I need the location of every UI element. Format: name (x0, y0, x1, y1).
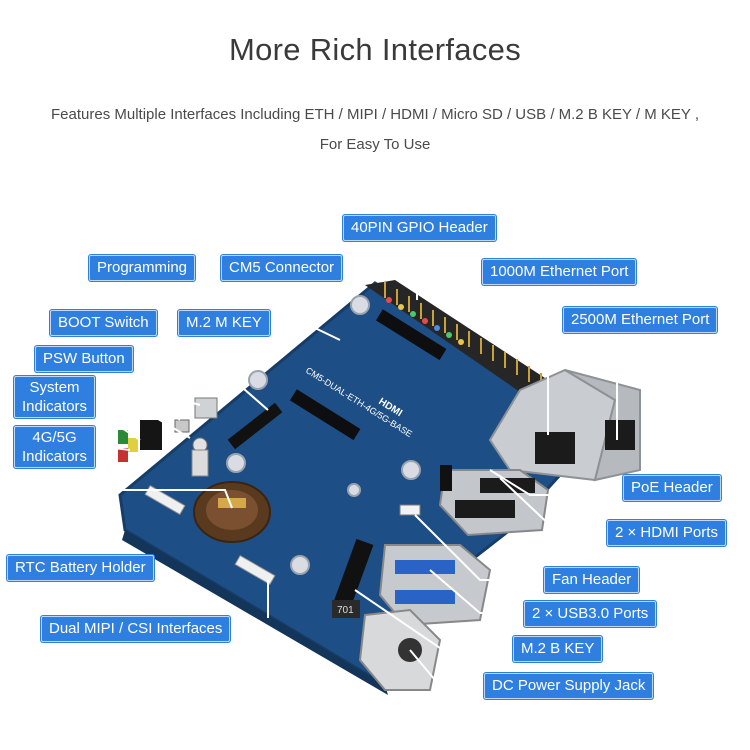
inductor-701 (332, 600, 360, 618)
indicator-leds (118, 420, 162, 462)
label-m2-m-key: M.2 M KEY (178, 310, 270, 336)
label-rtc-battery-holder: RTC Battery Holder (7, 555, 154, 581)
label-2-usb3-ports: 2 × USB3.0 Ports (524, 601, 657, 627)
label-system-indicators-line2: Indicators (22, 398, 88, 415)
rtc-battery-holder (193, 481, 271, 543)
label-2500m-ethernet-port: 2500M Ethernet Port (563, 307, 718, 333)
standoff (191, 449, 209, 477)
usb3-ports (378, 544, 492, 627)
label-1000m-ethernet-port: 1000M Ethernet Port (482, 259, 637, 285)
label-boot-switch: BOOT Switch (50, 310, 157, 336)
poe-header (440, 465, 452, 491)
pcb-edge (122, 530, 388, 695)
ethernet-ports (488, 368, 641, 482)
label-4g5g-indicators: 4G/5G Indicators (14, 426, 96, 468)
gpio-color-markers (386, 297, 464, 345)
silkscreen-part: 701 (337, 605, 354, 616)
label-2-hdmi-ports: 2 × HDMI Ports (607, 520, 726, 546)
label-4g5g-indicators-line2: Indicators (22, 448, 88, 465)
label-4g5g-indicators-line1: 4G/5G (32, 429, 77, 446)
leader-lines (89, 240, 618, 687)
label-system-indicators: System Indicators (14, 376, 96, 418)
m2-m-key-slot (227, 402, 283, 450)
label-m2-b-key: M.2 B KEY (513, 636, 603, 662)
label-psw-button: PSW Button (35, 346, 133, 372)
programming-usb-c (194, 397, 218, 419)
subtitle-line-2: For Easy To Use (319, 136, 431, 153)
label-dual-mipi-csi: Dual MIPI / CSI Interfaces (41, 616, 231, 642)
label-cm5-connector: CM5 Connector (221, 255, 343, 281)
boot-switch (174, 419, 190, 433)
subtitle-line-1: Features Multiple Interfaces Including E… (51, 106, 699, 123)
label-system-indicators-line1: System (29, 379, 80, 396)
label-dc-power-supply-jack: DC Power Supply Jack (484, 673, 654, 699)
label-programming: Programming (89, 255, 196, 281)
fan-header (399, 504, 421, 516)
cm5-connector-sockets (289, 309, 447, 441)
gpio-header (365, 280, 545, 392)
label-poe-header: PoE Header (623, 475, 721, 501)
page-title: More Rich Interfaces (229, 32, 521, 67)
mipi-csi-connectors (144, 484, 276, 586)
mounting-holes (226, 295, 421, 575)
m2-b-key-slot (334, 538, 374, 607)
label-fan-header: Fan Header (544, 567, 640, 593)
label-40pin-gpio-header: 40PIN GPIO Header (343, 215, 496, 241)
